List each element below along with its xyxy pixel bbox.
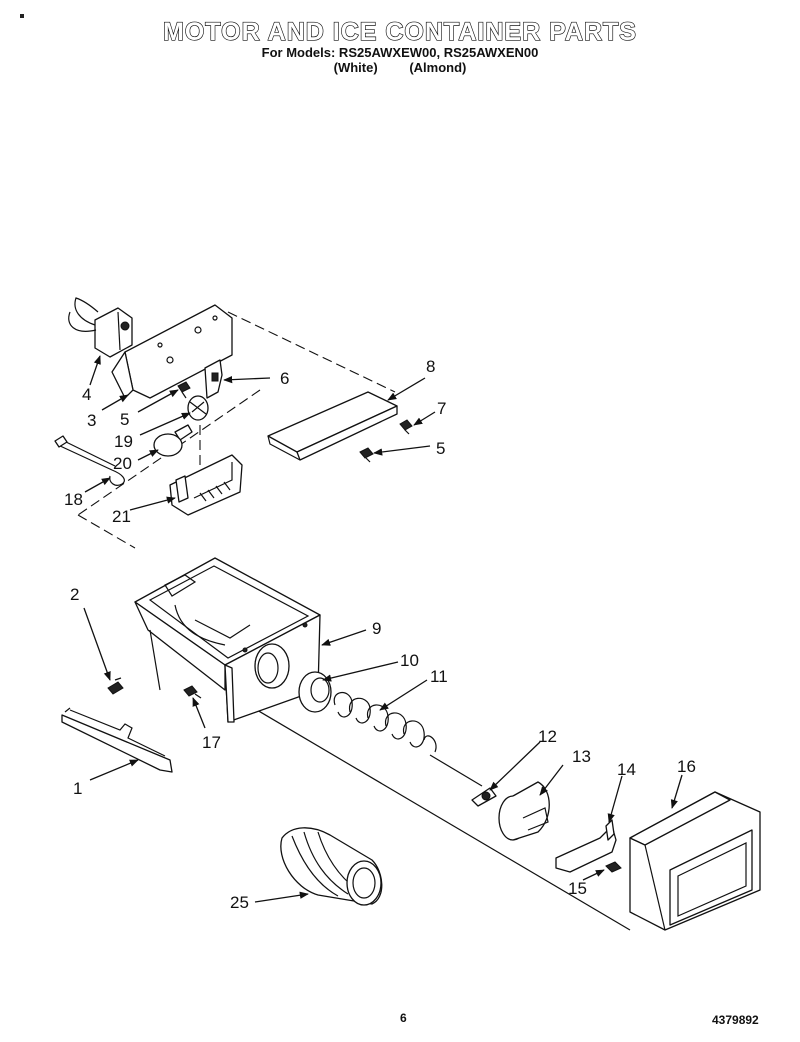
screw [107, 677, 124, 695]
front-housing [629, 791, 761, 931]
page-number: 6 [400, 1011, 407, 1025]
light-shield [169, 454, 243, 516]
callout-12: 12 [538, 727, 557, 746]
callout-4: 4 [82, 385, 91, 404]
callout-11: 11 [430, 667, 448, 686]
callout-16: 16 [677, 757, 696, 776]
callout-21: 21 [112, 507, 131, 526]
auger-coupler [498, 781, 550, 841]
callout-1: 1 [73, 779, 82, 798]
callout-17: 17 [202, 733, 221, 752]
screw [183, 685, 202, 699]
callout-5: 5 [436, 439, 445, 458]
motor-mount-bracket [111, 304, 233, 399]
callout-25: 25 [230, 893, 249, 912]
color-almond-label: (Almond) [409, 60, 467, 75]
auger [333, 692, 483, 787]
color-white-label: (White) [333, 60, 378, 75]
callout-8: 8 [426, 357, 435, 376]
screw [399, 419, 413, 435]
assembly-line [227, 311, 396, 393]
callout-13: 13 [572, 747, 591, 766]
screw [359, 447, 374, 463]
bearing-washer [298, 671, 332, 713]
callout-5: 5 [120, 410, 129, 429]
assembly-line [77, 514, 136, 549]
corner-mark [20, 14, 24, 18]
front-bracket [555, 819, 617, 873]
container-guide [61, 707, 173, 773]
models-subtitle: For Models: RS25AWXEW00, RS25AWXEN00 [261, 45, 539, 60]
screw [177, 381, 191, 399]
callout-10: 10 [400, 651, 419, 670]
light-bracket [204, 359, 223, 399]
callout-20: 20 [113, 454, 132, 473]
model-colors: (White) (Almond) [0, 60, 800, 75]
container-gasket [280, 827, 383, 906]
auger-clip [471, 787, 497, 807]
callout-7: 7 [437, 399, 446, 418]
callout-3: 3 [87, 411, 96, 430]
callout-6: 6 [280, 369, 289, 388]
light-socket [187, 395, 209, 421]
assembly-line [239, 699, 631, 931]
callout-14: 14 [617, 760, 636, 779]
document-number: 4379892 [712, 1013, 759, 1027]
callout-2: 2 [70, 585, 79, 604]
callout-9: 9 [372, 619, 381, 638]
light-bulb [153, 424, 193, 457]
callout-15: 15 [568, 879, 587, 898]
callout-18: 18 [64, 490, 83, 509]
motor-cover [267, 391, 398, 461]
leader-arrows [83, 355, 683, 903]
ice-container [134, 557, 321, 723]
hex-nut [605, 861, 622, 873]
callout-19: 19 [114, 432, 133, 451]
page-title: MOTOR AND ICE CONTAINER PARTS [162, 17, 637, 46]
motor [68, 297, 133, 358]
